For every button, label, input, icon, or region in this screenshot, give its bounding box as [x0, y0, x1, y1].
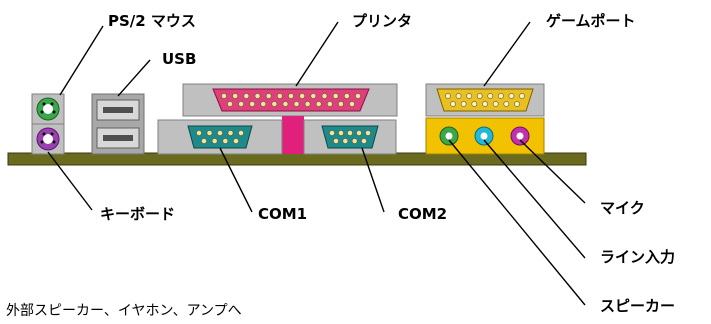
connector-pin [227, 130, 234, 136]
connector-pin [514, 101, 520, 107]
serial-bridge [282, 116, 304, 154]
connector-pin [265, 93, 272, 99]
connector-pin [460, 101, 467, 107]
leader-ps2-mouse [59, 25, 104, 96]
connector-pin [321, 93, 328, 99]
connector-pin [343, 93, 350, 99]
motherboard-strip [7, 152, 587, 166]
connector-pin [211, 138, 218, 144]
label-line-in: ライン入力 [600, 248, 676, 266]
connector-pin [293, 101, 300, 107]
usb-ports [91, 93, 145, 155]
ps2-keyboard-port [31, 123, 65, 155]
connector-pin [351, 138, 358, 144]
connector-pin [487, 93, 494, 99]
connector-pin [222, 138, 229, 144]
leader-lines [47, 21, 586, 306]
leader-game [483, 21, 531, 87]
connector-pin [338, 130, 344, 136]
label-keyboard: キーボード [100, 205, 176, 223]
label-com1: COM1 [258, 205, 308, 223]
connector-pin [347, 130, 353, 136]
connector-pin [329, 130, 335, 136]
leader-usb [117, 59, 151, 97]
leader-com1 [219, 147, 253, 213]
connector-pin [249, 101, 256, 107]
connector-pin [201, 138, 207, 144]
footer-caption: 外部スピーカー、イヤホン、アンプへ [6, 303, 242, 319]
connector-pin [508, 93, 515, 99]
connector-pin [450, 101, 456, 107]
connector-pin [260, 101, 267, 107]
connector-pin [288, 93, 294, 99]
connector-pin [232, 93, 239, 99]
connector-pin [338, 101, 344, 107]
connector-pin [333, 138, 339, 144]
connector-pin [342, 138, 349, 144]
connector-pin [497, 93, 504, 99]
connector-pin [276, 93, 283, 99]
connector-pin [466, 93, 473, 99]
connector-pin [349, 101, 355, 107]
label-usb: USB [162, 50, 197, 68]
connector-pin [310, 93, 317, 99]
connector-pin [243, 93, 250, 99]
connector-pin [217, 130, 223, 136]
leader-mic [519, 139, 586, 204]
label-com2: COM2 [398, 205, 448, 223]
label-speaker: スピーカー [600, 297, 676, 315]
leader-keyboard [47, 151, 93, 211]
connector-pin [238, 130, 244, 136]
label-game-port: ゲームポート [546, 12, 636, 30]
leader-line-in [483, 139, 586, 259]
leader-com2 [361, 147, 385, 213]
game-port [425, 83, 545, 117]
connector-pin [476, 93, 483, 99]
connector-pin [356, 130, 362, 136]
connector-pin [482, 101, 488, 107]
connector-pin [221, 93, 227, 99]
connector-pin [238, 101, 244, 107]
connector-pin [365, 130, 371, 136]
connector-pin [492, 101, 499, 107]
connector-pin [315, 101, 322, 107]
connector-pin [445, 93, 451, 99]
label-ps2-mouse: PS/2 マウス [108, 12, 196, 30]
leader-speaker [448, 139, 586, 306]
printer-port [182, 83, 398, 117]
connector-pin [271, 101, 278, 107]
label-mic: マイク [600, 199, 645, 217]
connector-pin [355, 93, 361, 99]
connector-pin [519, 93, 525, 99]
connector-pin [227, 101, 233, 107]
connector-pin [503, 101, 510, 107]
audio-jack-panel [425, 117, 545, 155]
connector-pin [299, 93, 306, 99]
connector-pin [332, 93, 339, 99]
com2-port [303, 119, 397, 155]
connector-pin [326, 101, 333, 107]
connector-pin [196, 130, 202, 136]
leader-printer [295, 21, 339, 87]
connector-pin [206, 130, 213, 136]
connector-pin [304, 101, 311, 107]
connector-pin [361, 138, 367, 144]
connector-pin [254, 93, 261, 99]
connector-pin [233, 138, 239, 144]
connector-pin [455, 93, 462, 99]
ps2-mouse-port [31, 93, 65, 125]
label-printer: プリンタ [352, 12, 413, 30]
connector-pin [471, 101, 478, 107]
connector-pin [282, 101, 289, 107]
